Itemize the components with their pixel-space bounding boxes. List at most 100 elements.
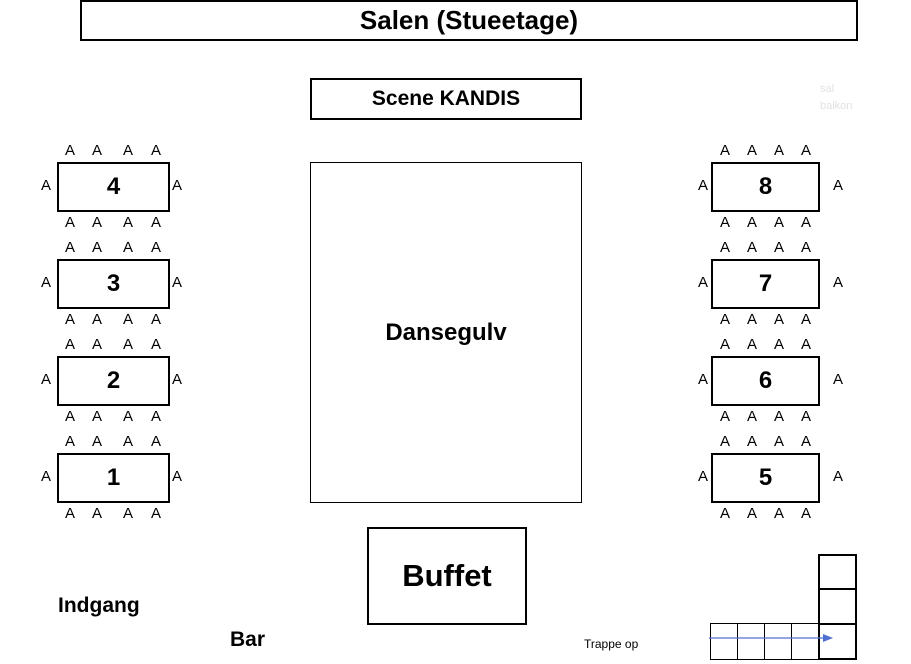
stairs-label: Trappe op [584, 637, 639, 651]
stage-box: Scene KANDIS [310, 78, 582, 120]
stair-step [791, 623, 819, 660]
seat-marker: A [91, 142, 102, 159]
seat-marker: A [150, 311, 161, 328]
seat-marker: A [800, 239, 811, 256]
seat-marker: A [64, 505, 75, 522]
table-7: 7 [711, 259, 820, 309]
seat-marker: A [773, 311, 784, 328]
table-6: 6 [711, 356, 820, 406]
seat-marker: A [746, 505, 757, 522]
seat-marker: A [40, 371, 51, 388]
entrance-label: Indgang [58, 594, 140, 617]
seat-marker: A [832, 468, 843, 485]
seat-marker: A [91, 311, 102, 328]
seat-marker: A [719, 142, 730, 159]
table-2: 2 [57, 356, 170, 406]
table-number: 2 [106, 367, 121, 394]
seat-marker: A [40, 468, 51, 485]
seat-marker: A [800, 433, 811, 450]
buffet-label: Buffet [402, 558, 492, 593]
seat-marker: A [746, 433, 757, 450]
seat-marker: A [64, 433, 75, 450]
table-4: 4 [57, 162, 170, 212]
seat-marker: A [800, 214, 811, 231]
seat-marker: A [171, 371, 182, 388]
seat-marker: A [697, 274, 708, 291]
seat-marker: A [122, 408, 133, 425]
seat-marker: A [773, 433, 784, 450]
seat-marker: A [150, 239, 161, 256]
seat-marker: A [800, 142, 811, 159]
table-number: 3 [106, 270, 121, 297]
seat-marker: A [122, 336, 133, 353]
table-number: 5 [758, 464, 773, 491]
seat-marker: A [719, 239, 730, 256]
table-5: 5 [711, 453, 820, 503]
seat-marker: A [719, 336, 730, 353]
table-number: 8 [758, 173, 773, 200]
seat-marker: A [64, 311, 75, 328]
seat-marker: A [746, 311, 757, 328]
stair-step [818, 623, 857, 660]
seat-marker: A [719, 311, 730, 328]
table-number: 7 [758, 270, 773, 297]
table-3: 3 [57, 259, 170, 309]
seat-marker: A [64, 239, 75, 256]
seat-marker: A [150, 336, 161, 353]
seat-marker: A [746, 214, 757, 231]
buffet-box: Buffet [367, 527, 527, 625]
seat-marker: A [773, 142, 784, 159]
seat-marker: A [832, 371, 843, 388]
seat-marker: A [697, 468, 708, 485]
seat-marker: A [64, 142, 75, 159]
seat-marker: A [719, 505, 730, 522]
page-title: Salen (Stueetage) [80, 0, 858, 41]
seat-marker: A [800, 311, 811, 328]
seat-marker: A [40, 274, 51, 291]
seat-marker: A [150, 214, 161, 231]
seat-marker: A [171, 274, 182, 291]
seat-marker: A [832, 177, 843, 194]
seat-marker: A [122, 311, 133, 328]
seat-marker: A [800, 336, 811, 353]
seat-marker: A [91, 336, 102, 353]
seat-marker: A [150, 433, 161, 450]
seat-marker: A [800, 408, 811, 425]
seat-marker: A [150, 505, 161, 522]
seat-marker: A [91, 408, 102, 425]
seat-marker: A [40, 177, 51, 194]
table-number: 1 [106, 464, 121, 491]
stage-label: Scene KANDIS [371, 87, 521, 110]
seat-marker: A [122, 505, 133, 522]
seat-marker: A [64, 214, 75, 231]
table-8: 8 [711, 162, 820, 212]
seat-marker: A [773, 214, 784, 231]
seat-marker: A [719, 408, 730, 425]
stair-step [818, 554, 857, 590]
seat-marker: A [746, 142, 757, 159]
seat-marker: A [832, 274, 843, 291]
faint-note-balkon: balkon [820, 100, 853, 112]
seat-marker: A [122, 214, 133, 231]
seat-marker: A [697, 371, 708, 388]
seat-marker: A [773, 408, 784, 425]
seat-marker: A [91, 214, 102, 231]
stair-step [818, 588, 857, 625]
stairs-arrow-icon [709, 634, 833, 642]
bar-label: Bar [230, 628, 266, 651]
table-1: 1 [57, 453, 170, 503]
seat-marker: A [171, 468, 182, 485]
dance-floor: Dansegulv [310, 162, 582, 503]
seat-marker: A [150, 408, 161, 425]
seat-marker: A [122, 142, 133, 159]
seat-marker: A [91, 505, 102, 522]
seat-marker: A [719, 214, 730, 231]
seat-marker: A [746, 336, 757, 353]
seat-marker: A [91, 239, 102, 256]
seat-marker: A [773, 336, 784, 353]
table-number: 6 [758, 367, 773, 394]
seat-marker: A [773, 505, 784, 522]
page-title-text: Salen (Stueetage) [359, 5, 579, 35]
seat-marker: A [122, 433, 133, 450]
table-number: 4 [106, 173, 121, 200]
